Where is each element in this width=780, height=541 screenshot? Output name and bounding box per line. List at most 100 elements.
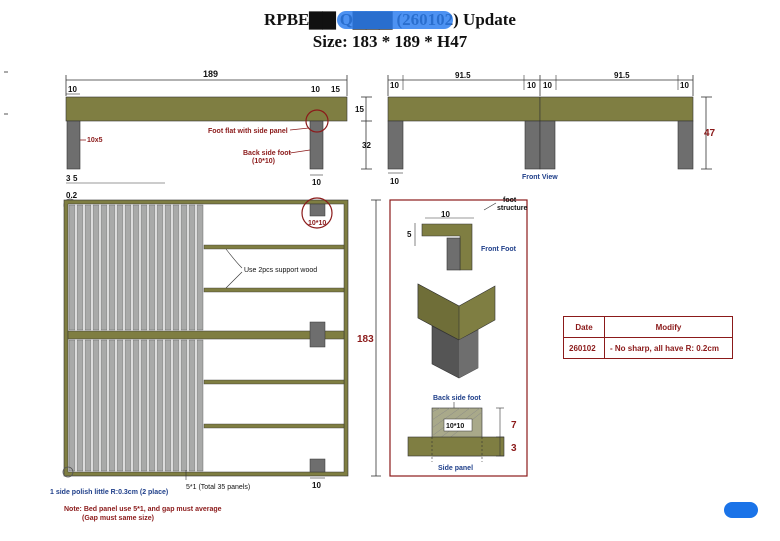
bed-slat <box>148 204 156 331</box>
corner-foot-block <box>309 203 326 217</box>
side-panel-label: Side panel <box>438 465 473 472</box>
slats-lower <box>68 339 204 472</box>
bed-slat <box>68 339 76 472</box>
top-dim-5: 5 <box>73 174 78 183</box>
bed-slat <box>84 204 92 331</box>
front-dim-height: 47 <box>704 128 716 139</box>
dim-left-leg: 10 <box>68 85 77 94</box>
foot-dim-3: 3 <box>511 443 517 454</box>
bed-slat <box>108 204 116 331</box>
back-foot-label: Back side foot <box>433 395 482 402</box>
slats-upper <box>68 204 204 331</box>
bed-slat <box>116 339 124 472</box>
bed-slat <box>180 204 188 331</box>
front-foot-label: Front Foot <box>481 246 517 253</box>
foot-flat-note: Foot flat with side panel <box>208 128 288 135</box>
top-dim-width: 183 <box>357 334 374 345</box>
bed-slat <box>84 339 92 472</box>
bed-slat <box>68 204 76 331</box>
foot-dim-7: 7 <box>511 420 517 431</box>
table-header-modify: Modify <box>604 316 733 338</box>
bed-slat <box>132 204 140 331</box>
bed-slat <box>92 339 100 472</box>
front-dim-left-edge: 10 <box>390 81 399 90</box>
dim-height-leg: 32 <box>362 141 371 150</box>
bed-slat <box>140 204 148 331</box>
bed-slat <box>164 204 172 331</box>
support-rail-4 <box>203 423 345 429</box>
back-foot-note: Back side foot <box>243 150 292 157</box>
front-dim-mid-b: 10 <box>543 81 552 90</box>
side-leg-left <box>66 120 81 170</box>
front-view-label: Front View <box>522 174 558 181</box>
bed-slat <box>108 339 116 472</box>
bed-slat <box>132 339 140 472</box>
front-leg-1 <box>387 120 404 170</box>
bed-slat <box>172 204 180 331</box>
foot-dim-side: 5 <box>407 230 412 239</box>
center-beam <box>67 330 345 340</box>
front-view: 10 91.5 10 10 91.5 10 47 10 Front View <box>387 71 716 186</box>
leg-spec-label: 10x5 <box>87 137 103 144</box>
table-header-date: Date <box>563 316 605 338</box>
size-subtitle: Size: 183 * 189 * H47 <box>312 32 468 51</box>
redaction-mark <box>337 11 453 29</box>
front-dim-bottom-leg: 10 <box>390 177 399 186</box>
back-foot-size: (10*10) <box>252 158 275 165</box>
top-view: 3 5 0.2 10*10 Use 2pcs support wood 183 … <box>50 174 381 522</box>
bed-slat <box>140 339 148 472</box>
support-rail-1 <box>203 244 345 250</box>
front-dim-mid-a: 10 <box>527 81 536 90</box>
front-leg-2 <box>524 120 541 170</box>
bed-slat <box>116 204 124 331</box>
bed-slat <box>100 339 108 472</box>
dim-right-leg-b: 15 <box>331 85 340 94</box>
support-rail-3 <box>203 379 345 385</box>
modify-table: Date Modify 260102 - No sharp, all have … <box>563 316 733 359</box>
top-dim-bottom-block: 10 <box>312 481 321 490</box>
bed-slat <box>196 204 204 331</box>
bed-slat <box>180 339 188 472</box>
bed-slat <box>76 204 84 331</box>
bottom-foot-block <box>309 458 326 473</box>
dim-height-top: 15 <box>355 105 364 114</box>
bed-slat <box>164 339 172 472</box>
bed-slat <box>76 339 84 472</box>
highlight-circle <box>305 109 329 133</box>
support-rail-2 <box>203 287 345 293</box>
bed-slat <box>188 204 196 331</box>
side-leg-right <box>309 120 324 170</box>
bed-slat <box>124 204 132 331</box>
corner-block-label: 10*10 <box>308 220 326 227</box>
front-rail-right <box>539 96 694 122</box>
bed-slat <box>196 339 204 472</box>
dim-bottom-leg: 10 <box>312 178 321 187</box>
side-rail <box>65 96 348 122</box>
top-dim-02: 0.2 <box>66 191 78 200</box>
bed-slat <box>148 339 156 472</box>
dim-right-leg-a: 10 <box>311 85 320 94</box>
bed-slat <box>172 339 180 472</box>
table-cell-modify: - No sharp, all have R: 0.2cm <box>604 337 733 359</box>
bed-slat <box>156 204 164 331</box>
bed-slat <box>92 204 100 331</box>
top-dim-3: 3 <box>66 174 71 183</box>
foot-structure: foot structure 10 5 Front Foot Back side… <box>389 197 528 477</box>
bed-note-line2: (Gap must same size) <box>82 515 154 522</box>
table-cell-date: 260102 <box>563 337 605 359</box>
foot-title-1: foot <box>503 197 517 204</box>
foot-dim-top: 10 <box>441 210 450 219</box>
middle-foot-block <box>309 321 326 348</box>
side-view: 189 10 10 15 10x5 Foot flat with side pa… <box>65 69 372 187</box>
foot-title-2: structure <box>497 205 527 212</box>
panel-note: 5*1 (Total 35 panels) <box>186 484 250 491</box>
dim-189: 189 <box>203 69 218 79</box>
floating-chat-button[interactable] <box>724 502 758 518</box>
front-rail-left <box>387 96 541 122</box>
back-block-label: 10*10 <box>446 423 464 430</box>
polish-note: 1 side polish little R:0.3cm (2 place) <box>50 489 168 496</box>
bed-slat <box>156 339 164 472</box>
support-note: Use 2pcs support wood <box>244 267 317 274</box>
front-leg-4 <box>677 120 694 170</box>
